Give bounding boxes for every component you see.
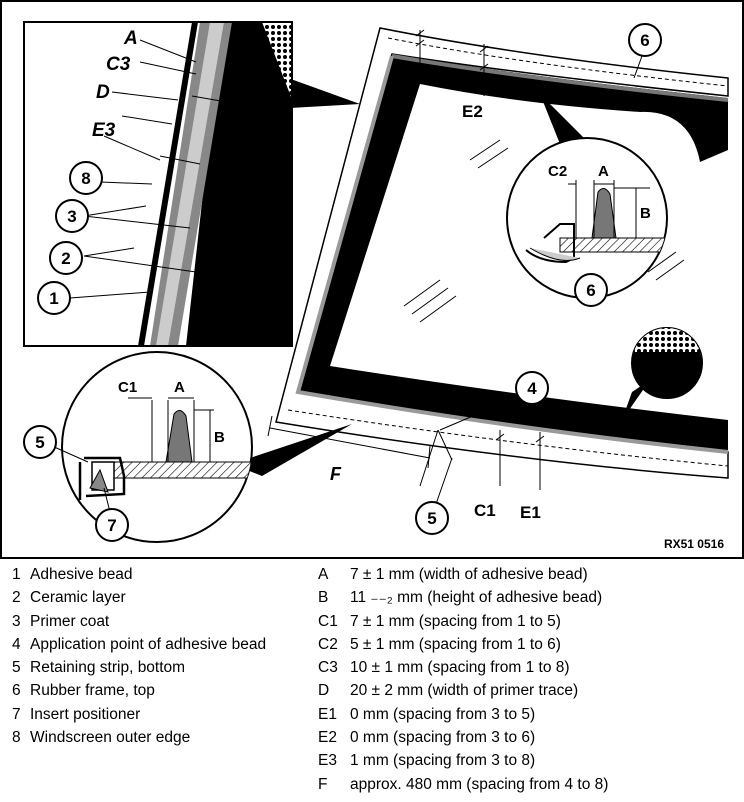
callout-3-mag <box>55 199 89 233</box>
magnified-edge-detail: A C3 D E3 8 3 2 1 <box>23 21 360 347</box>
svg-text:1: 1 <box>49 289 58 308</box>
top-inset-detail: C2 A B 6 <box>506 94 668 307</box>
callout-2-mag <box>49 241 83 275</box>
inset-top-c2-label: C2 <box>548 163 567 180</box>
mag-a-label: A <box>123 28 138 49</box>
bottom-f-label: F <box>330 464 342 484</box>
callout-5-main <box>415 501 449 535</box>
callout-7-inset <box>95 508 129 542</box>
inset-bottom-c1-label: C1 <box>118 379 137 396</box>
svg-text:7: 7 <box>107 516 116 535</box>
callout-1-mag <box>37 281 71 315</box>
top-e2-label: E2 <box>462 102 483 121</box>
svg-text:4: 4 <box>527 379 537 398</box>
callout-6-main <box>628 23 662 57</box>
svg-text:6: 6 <box>586 281 595 300</box>
callout-5-inset <box>23 425 57 459</box>
ceramic-dot-detail <box>622 327 703 420</box>
callout-4-main <box>515 371 549 405</box>
inset-bottom-a-label: A <box>174 379 185 396</box>
inset-top-b-label: B <box>640 205 651 222</box>
mag-d-label: D <box>96 82 110 103</box>
svg-text:3: 3 <box>67 207 76 226</box>
reference-code: RX51 0516 <box>664 537 724 551</box>
svg-text:2: 2 <box>61 249 70 268</box>
bottom-c1-label: C1 <box>474 501 496 520</box>
top-c2-label: C2 <box>388 98 410 117</box>
windscreen-diagram: C2 E2 6 C2 A B 6 <box>0 0 744 559</box>
svg-text:6: 6 <box>640 31 649 50</box>
callout-8-mag <box>69 161 103 195</box>
svg-text:8: 8 <box>81 169 90 188</box>
svg-text:5: 5 <box>35 433 44 452</box>
windscreen <box>275 27 729 479</box>
mag-c3-label: C3 <box>106 54 131 75</box>
top-dimension-ticks <box>415 29 489 96</box>
callout-6-inset <box>574 273 608 307</box>
bottom-dimension-lines <box>267 415 545 490</box>
bottom-e1-label: E1 <box>520 503 541 522</box>
inset-bottom-b-label: B <box>214 429 225 446</box>
mag-e3-label: E3 <box>92 120 116 141</box>
svg-text:5: 5 <box>427 509 436 528</box>
bottom-inset-detail: C1 A B 5 7 <box>23 351 352 543</box>
inset-top-a-label: A <box>598 163 609 180</box>
